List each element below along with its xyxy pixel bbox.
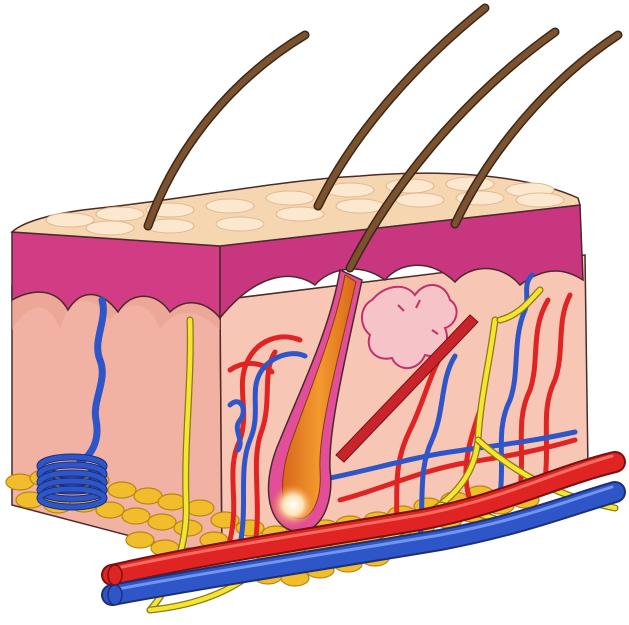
fat-cell [126,532,154,548]
surface-cell [206,199,254,213]
fat-cell [186,500,214,516]
follicle-bulb-glow [271,483,315,527]
surface-cell [46,213,94,227]
surface-cell [96,207,144,221]
surface-cell [216,217,264,231]
fat-cell [108,482,136,498]
fat-cell [148,514,176,530]
surface-cell [86,221,134,235]
surface-cell [336,199,384,213]
fat-cell [158,494,186,510]
surface-cell [516,193,564,207]
surface-cell [266,191,314,205]
surface-cell [396,193,444,207]
fat-cell [122,508,150,524]
